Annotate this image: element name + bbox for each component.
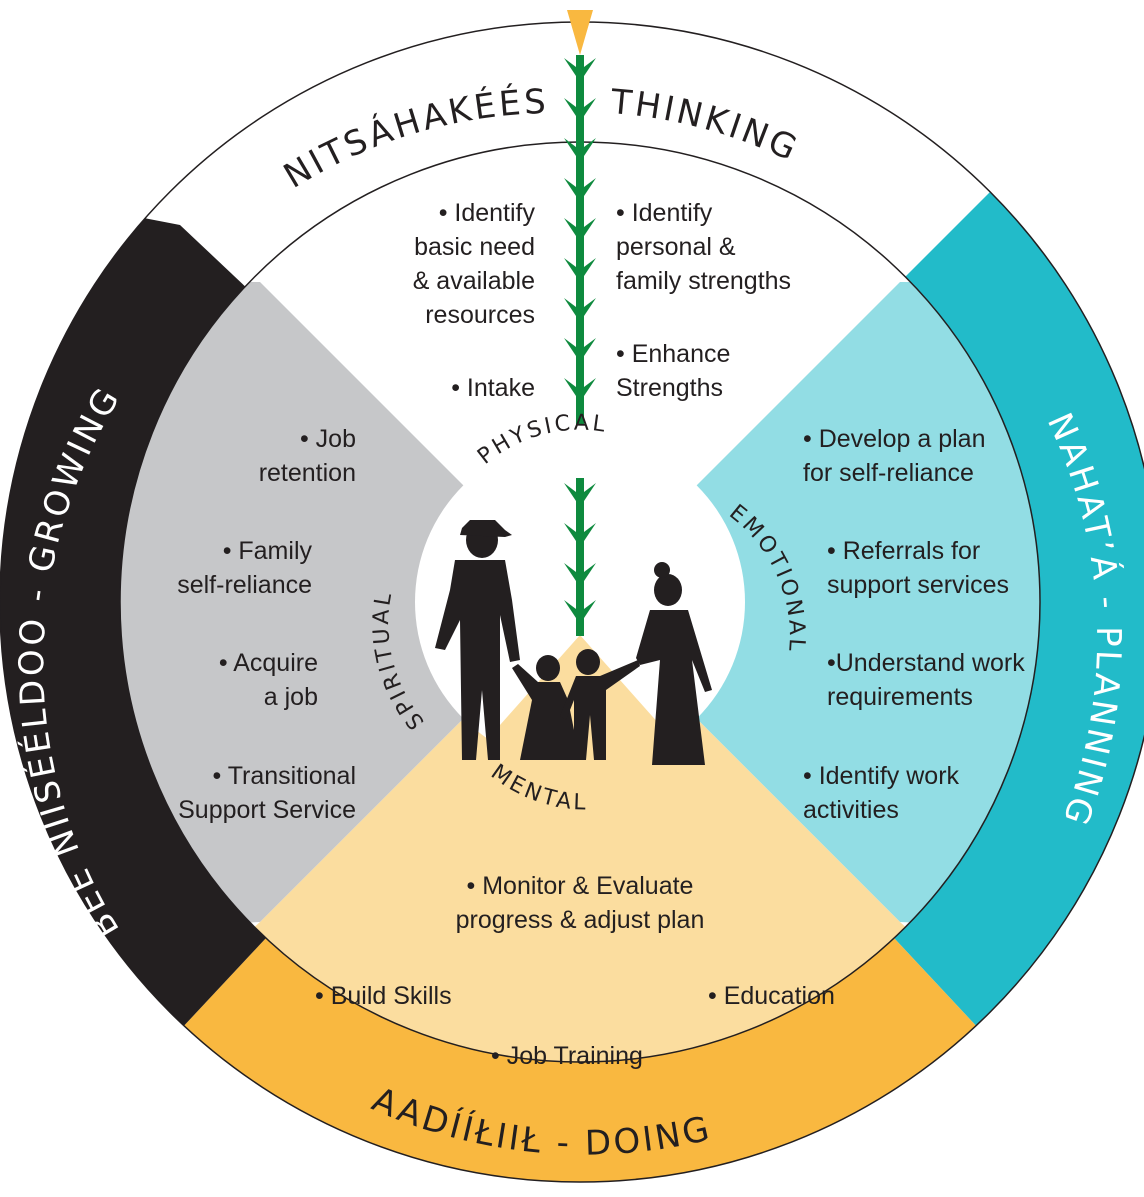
doing-item-monitor: • Monitor & Evaluate progress & adjust p… [455, 872, 705, 934]
quadrant-growing [120, 282, 580, 930]
quadrant-planning [580, 282, 1040, 930]
planning-item-develop-plan: • Develop a plan for self-reliance [803, 425, 986, 487]
thinking-item-basic-need: • Identify basic need & available resour… [412, 199, 535, 329]
planning-item-referrals: • Referrals for support services [827, 537, 1010, 599]
planning-item-work-activities: • Identify work activities [803, 762, 960, 824]
growing-item-family-self-reliance: • Family self-reliance [177, 537, 312, 599]
doing-item-job-training: • Job Training [491, 1042, 643, 1070]
family-silhouette-icon [435, 520, 712, 765]
quadrant-doing [120, 602, 1040, 1062]
thinking-item-enhance: • Enhance Strengths [616, 340, 731, 402]
growing-item-transitional: • Transitional Support Service [178, 762, 356, 824]
thinking-item-strengths: • Identify personal & family strengths [616, 199, 792, 295]
growing-item-acquire-job: • Acquire a job [218, 649, 318, 711]
corn-stalk-icon [564, 10, 596, 636]
doing-item-education: • Education [708, 982, 835, 1010]
doing-item-build-skills: • Build Skills [315, 982, 452, 1010]
growing-item-job-retention: • Job retention [258, 425, 356, 487]
thinking-item-intake: • Intake [451, 374, 535, 402]
planning-item-work-requirements: •Understand work requirements [827, 649, 1025, 711]
